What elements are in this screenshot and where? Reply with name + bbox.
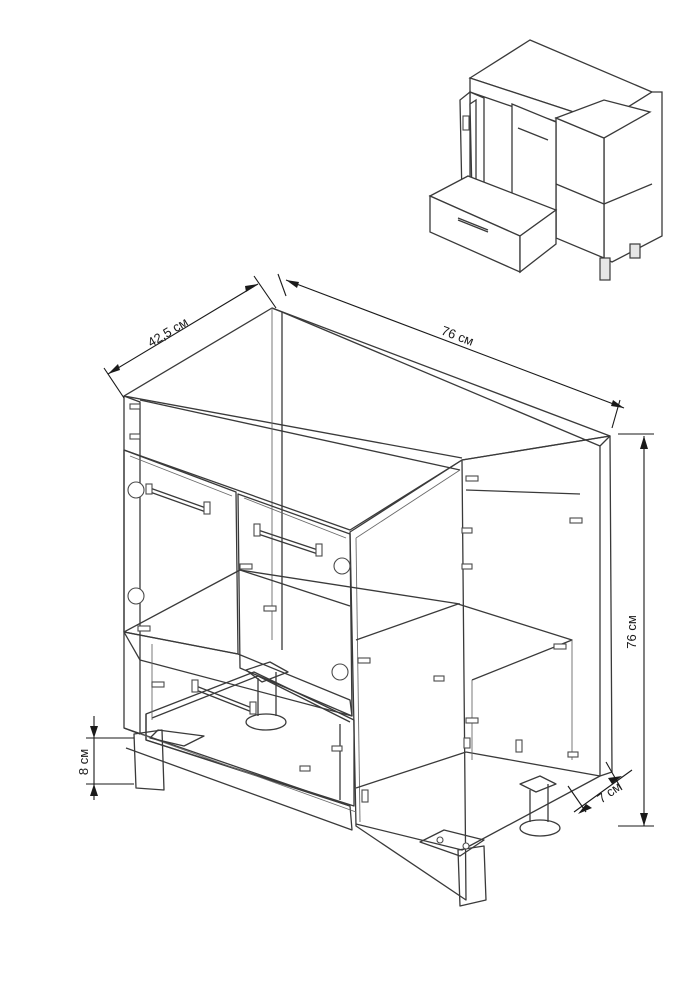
front-left-leg	[133, 729, 165, 791]
middle-divider	[349, 459, 467, 901]
dimension-height-label: 76 см	[624, 615, 639, 649]
dimension-plinth: 8 см	[76, 716, 134, 800]
thumb-right-top	[554, 99, 652, 139]
front-right-leg	[457, 845, 487, 907]
dimension-plinth-label: 8 см	[76, 749, 91, 775]
top-panel-outline	[123, 307, 611, 461]
hardware	[127, 403, 583, 803]
dimension-width: 76 см	[277, 273, 625, 429]
adjustable-leg-center	[245, 661, 289, 731]
hinge-cup	[127, 587, 145, 605]
thumb-leg-2	[629, 243, 641, 259]
adjustable-leg-right	[519, 775, 561, 837]
dimension-depth-label: 42,5 см	[145, 314, 191, 350]
dimension-depth: 42,5 см	[103, 275, 277, 399]
door-handle-right	[253, 523, 323, 557]
cabinet-wireframe	[123, 307, 613, 901]
thumb-mid-divider	[555, 117, 605, 259]
hinge-cup	[127, 481, 145, 499]
thumb-door-handle	[462, 115, 470, 131]
thumb-leg	[599, 257, 611, 281]
dowel-pins	[129, 403, 583, 803]
thumb-door-handle-2	[517, 127, 549, 141]
front-left-bracket	[149, 729, 205, 747]
drawer-box	[145, 671, 355, 807]
thumb-drawer-side	[519, 208, 557, 274]
dimension-height: 76 см	[618, 433, 654, 827]
hinge-cup	[333, 557, 351, 575]
right-back-post	[599, 435, 613, 777]
legs	[133, 661, 561, 907]
drawer-handle	[191, 679, 257, 715]
front-right-bracket	[419, 829, 485, 857]
dimension-leg-label: 7 см	[594, 779, 624, 807]
hinge-cup	[331, 663, 349, 681]
left-side-panel	[123, 395, 141, 735]
cabinet-thumbnail	[428, 39, 663, 281]
bottom-shelf	[123, 631, 353, 717]
thumb-drawer-handle	[457, 217, 489, 231]
door-handle-left	[145, 483, 211, 515]
